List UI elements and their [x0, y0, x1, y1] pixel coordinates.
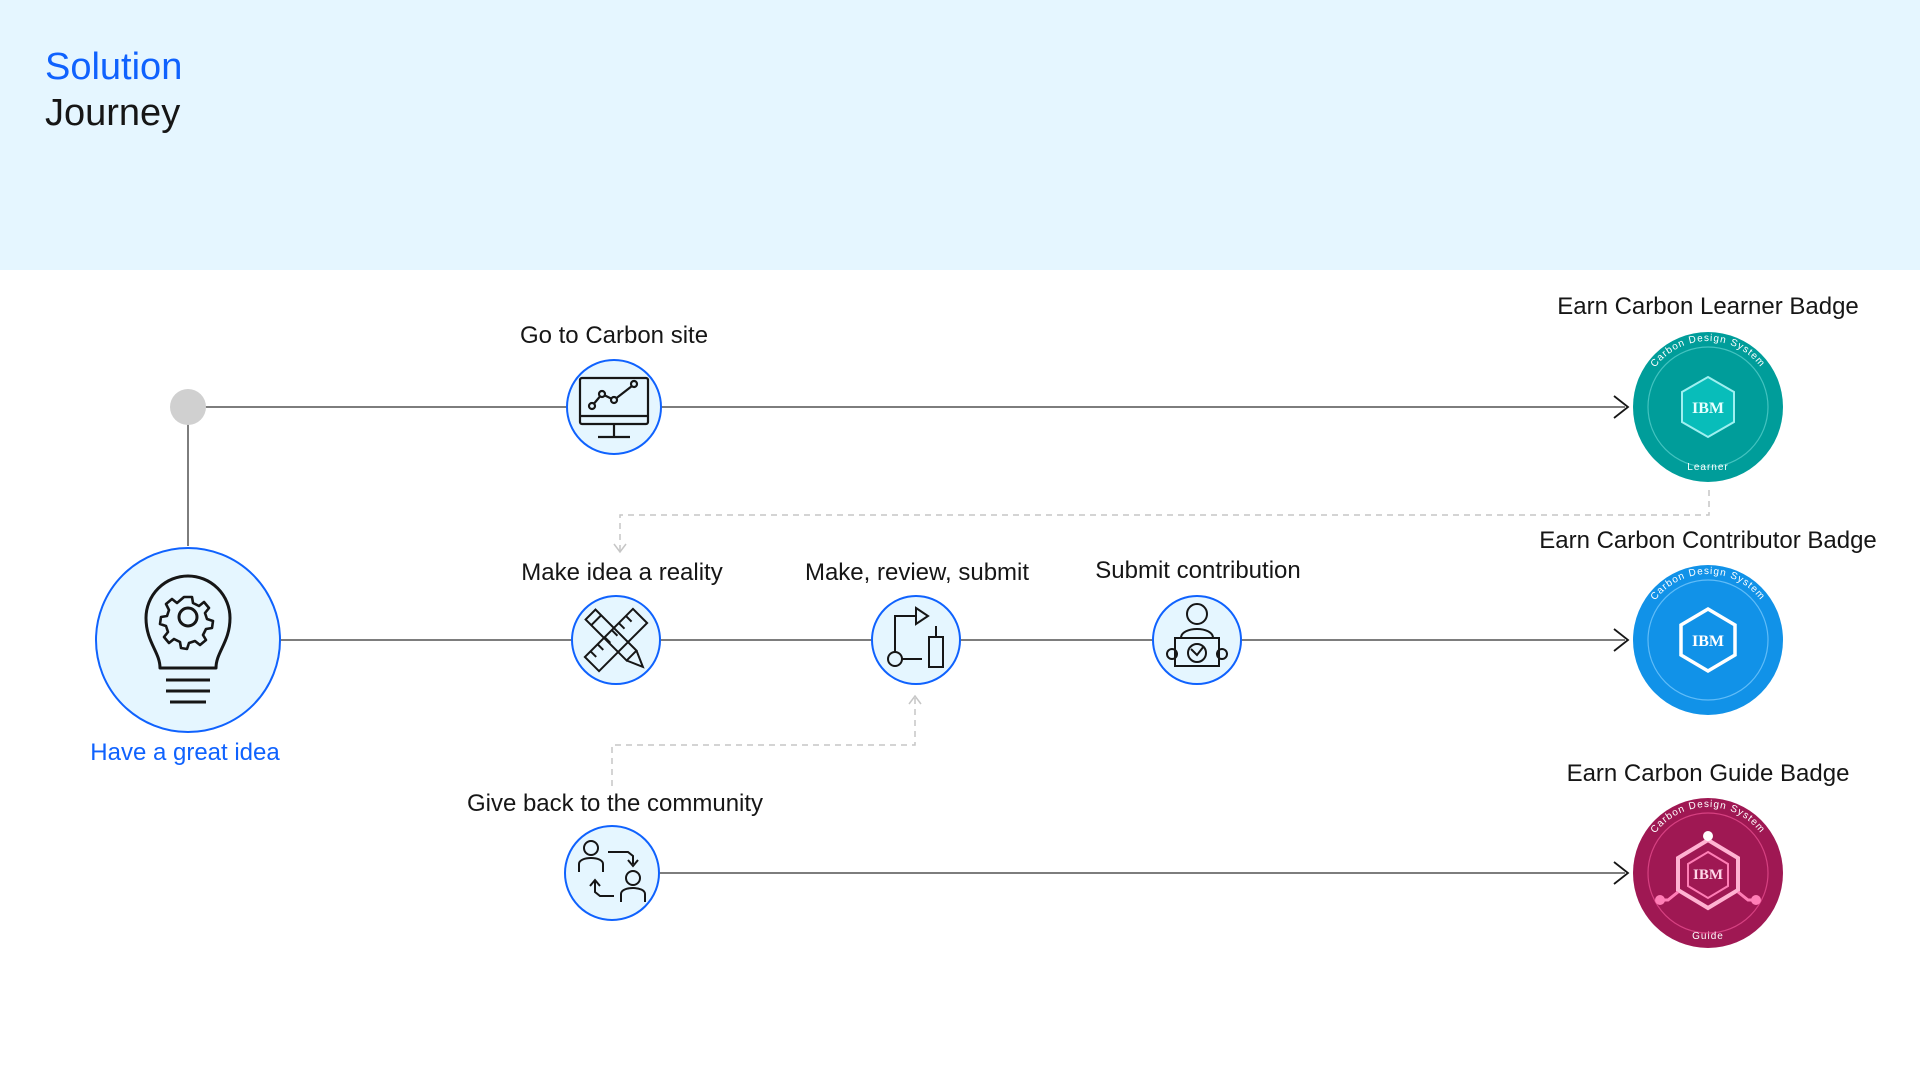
- badge-guide-title: Earn Carbon Guide Badge: [1566, 760, 1850, 787]
- label-carbon-site: Go to Carbon site: [519, 322, 709, 349]
- arrow-learner-icon: [1613, 395, 1630, 419]
- node-give-back: [564, 825, 660, 921]
- arrow-guide-icon: [1613, 861, 1630, 885]
- badge-guide-center-text: IBM: [1693, 867, 1723, 883]
- node-make-review: [871, 595, 961, 685]
- badge-contributor-title: Earn Carbon Contributor Badge: [1539, 527, 1877, 554]
- node-submit: [1152, 595, 1242, 685]
- hexagon-icon: [1681, 375, 1735, 439]
- badge-contributor-center-text: IBM: [1692, 633, 1724, 650]
- label-give-back: Give back to the community: [466, 790, 764, 817]
- page-title-journey: Journey: [45, 92, 181, 134]
- start-dot: [170, 389, 206, 425]
- label-make-reality: Make idea a reality: [521, 559, 723, 586]
- workflow-icon: [887, 606, 944, 668]
- node-carbon-site: [566, 359, 662, 455]
- dashed-community-to-review: [611, 698, 916, 786]
- node-make-reality: [571, 595, 661, 685]
- monitor-chart-icon: [578, 376, 650, 439]
- hexagon-outer-icon: [1676, 837, 1740, 911]
- hexagon-icon: [1679, 606, 1737, 674]
- idea-node: [95, 547, 281, 733]
- hexagon-inner-icon: [1687, 850, 1729, 900]
- dashed-arrow-down-icon: [613, 543, 627, 554]
- label-idea: Have a great idea: [90, 739, 280, 766]
- badge-guide: Carbon Design System IBM Guide: [1633, 798, 1783, 948]
- badge-learner: Carbon Design System IBM Learner: [1633, 332, 1783, 482]
- badge-contributor: Carbon Design System IBM Level 1 Contrib…: [1633, 565, 1783, 728]
- label-submit: Submit contribution: [1095, 557, 1301, 584]
- label-make-review: Make, review, submit: [804, 559, 1030, 586]
- arrowheads: [1613, 395, 1630, 885]
- badge-learner-level-text: Learner: [1687, 462, 1728, 473]
- arrow-contributor-icon: [1613, 628, 1630, 652]
- header-band: [0, 0, 1920, 270]
- dashed-connectors: [611, 490, 1710, 786]
- dashed-arrow-up-icon: [908, 694, 922, 705]
- pencil-ruler-icon: [583, 607, 649, 673]
- badge-learner-center-text: IBM: [1692, 400, 1724, 417]
- badge-learner-title: Earn Carbon Learner Badge: [1557, 293, 1859, 320]
- badge-guide-level-text: Guide: [1692, 931, 1724, 942]
- dashed-learner-to-reality: [619, 490, 1710, 552]
- page-title-solution: Solution: [45, 46, 183, 88]
- people-exchange-icon: [578, 840, 646, 902]
- lightbulb-gear-icon: [144, 574, 232, 704]
- presenter-icon: [1166, 603, 1228, 667]
